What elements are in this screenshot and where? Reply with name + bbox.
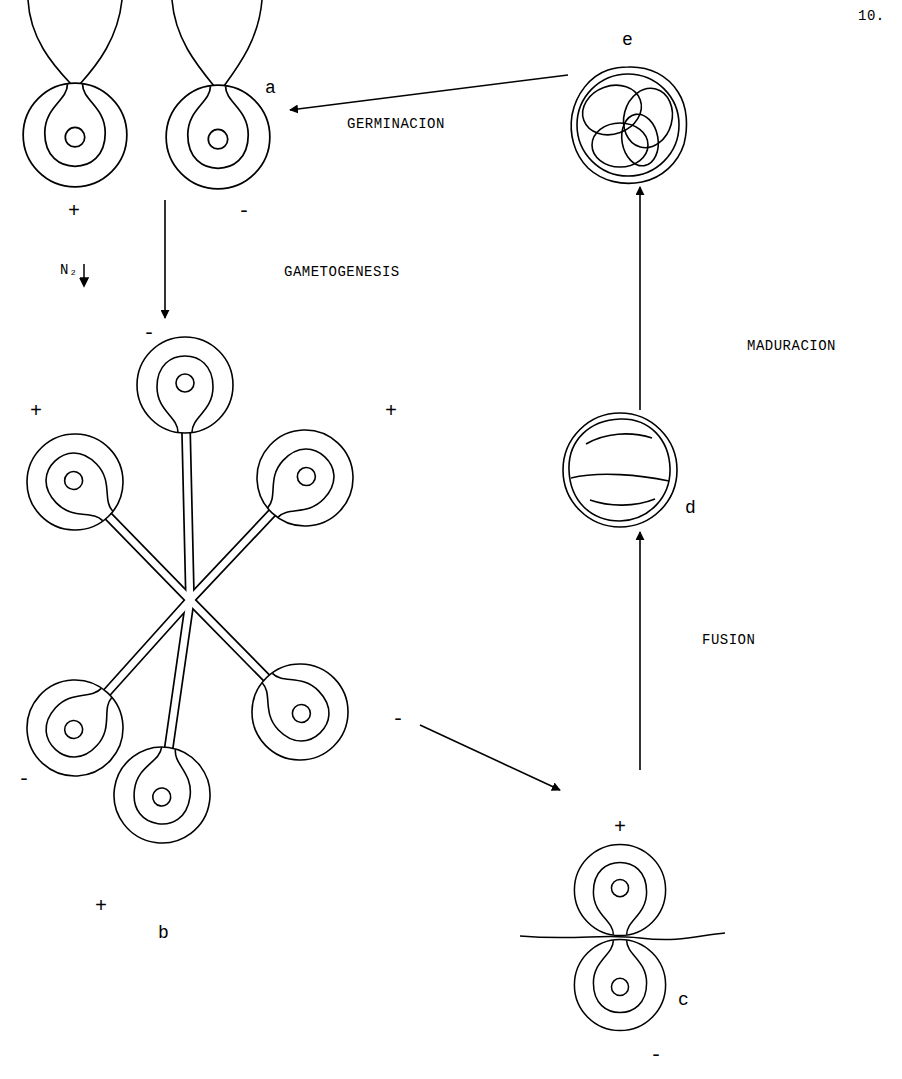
edge-label: MADURACION bbox=[745, 338, 838, 354]
stage-letter: d bbox=[685, 498, 696, 519]
cycle-arrow bbox=[420, 725, 560, 790]
mating-type: - bbox=[143, 322, 155, 345]
stage-letter: c bbox=[678, 990, 689, 1011]
stage-letter: e bbox=[622, 30, 633, 51]
gamete bbox=[237, 410, 373, 546]
mating-type: - bbox=[392, 708, 404, 731]
nitrogen-label: N₂ bbox=[58, 262, 80, 278]
mating-type: - bbox=[650, 1044, 662, 1067]
cell-plus bbox=[23, 83, 127, 187]
nitrogen-arrow bbox=[80, 264, 88, 286]
cycle-arrow bbox=[639, 532, 641, 770]
gamete bbox=[137, 337, 233, 433]
stage-letter: a bbox=[265, 78, 276, 99]
gamete-plus bbox=[574, 844, 665, 935]
cycle-arrow bbox=[290, 75, 568, 110]
edge-label: GAMETOGENESIS bbox=[282, 264, 402, 280]
stage-a: a bbox=[15, 0, 290, 200]
page-number: 10. bbox=[856, 8, 887, 24]
cycle-arrow bbox=[639, 187, 641, 410]
stage-b: b bbox=[15, 318, 420, 950]
cycle-arrow bbox=[164, 200, 166, 318]
edge-label: GERMINACION bbox=[345, 116, 447, 132]
gamete bbox=[7, 414, 143, 550]
stage-e: e bbox=[568, 22, 690, 187]
gamete bbox=[7, 660, 143, 796]
stage-letter: b bbox=[158, 923, 169, 944]
mating-type: + bbox=[30, 400, 42, 423]
mating-type: - bbox=[238, 200, 250, 223]
mating-type: + bbox=[614, 816, 626, 839]
edge-label: FUSION bbox=[700, 632, 757, 648]
gamete-minus bbox=[574, 939, 665, 1030]
mating-type: + bbox=[68, 200, 80, 223]
gamete bbox=[108, 741, 216, 849]
stage-d: d bbox=[560, 410, 700, 532]
mating-type: + bbox=[95, 895, 107, 918]
mating-type: - bbox=[18, 768, 30, 791]
gamete bbox=[232, 644, 368, 780]
zygote bbox=[563, 413, 677, 527]
mating-type: + bbox=[385, 400, 397, 423]
cell-minus bbox=[166, 85, 270, 189]
stage-c: c bbox=[560, 770, 700, 1045]
parent-cell-walls bbox=[28, 0, 262, 86]
zygospore bbox=[571, 67, 686, 183]
